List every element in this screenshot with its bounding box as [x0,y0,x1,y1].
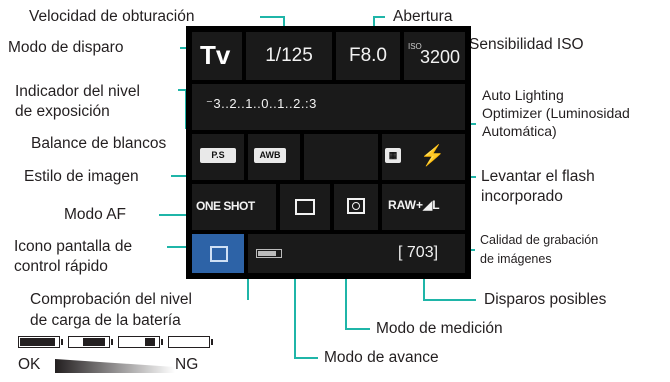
battery-legend [18,336,218,350]
label-flash-1: Levantar el flash [481,168,595,185]
label-shutter: Velocidad de obturación [29,8,195,25]
label-quality-1: Calidad de grabación [480,233,599,247]
mode-cell: Tv [192,32,242,80]
drive-single-icon [295,199,315,215]
flash-icon: ⚡ [420,145,445,167]
battery-twothirds-icon [68,336,113,348]
label-aperture: Abertura [393,8,453,25]
quality-cell: RAW+◢L [382,184,465,230]
af-cell: ONE SHOT [192,184,276,230]
label-qc-1: Icono pantalla de [14,238,133,255]
aperture-value: F8.0 [348,45,388,66]
label-iso: Sensibilidad ISO [469,36,584,53]
label-exposure-1: Indicador del nivel [15,83,140,100]
mode-value: Tv [200,40,231,70]
af-value: ONE SHOT [196,199,255,213]
label-af: Modo AF [64,206,127,223]
drive-cell [280,184,330,230]
label-drive: Modo de avance [324,349,439,366]
empty-cell [304,134,378,180]
metering-icon [347,198,365,214]
metering-cell [334,184,378,230]
label-qc-2: control rápido [14,258,108,275]
label-alo-2: Optimizer (Luminosidad [482,105,630,121]
label-alo-3: Automática) [482,123,557,139]
label-battery-1: Comprobación del nivel [30,291,192,308]
alo-flash-cell: ▦ ⚡ [382,134,465,180]
bottom-info-cell: [ 703] [248,234,465,273]
iso-tag: ISO [408,42,422,51]
shutter-value: 1/125 [265,45,313,66]
picture-style-icon: P.S [200,148,236,163]
exposure-scale: ⁻3..2..1..0..1..2.:3 [206,96,317,111]
alo-icon: ▦ [385,148,401,163]
label-flash-2: incorporado [481,188,563,205]
ok-ng-gradient-wedge [55,359,175,373]
camera-lcd-screen: Tv 1/125 F8.0 ISO 3200 ⁻3..2..1..0..1..2… [186,26,471,279]
label-battery-2: de carga de la batería [30,312,181,329]
exposure-cell: ⁻3..2..1..0..1..2.:3 [192,84,465,130]
shots-value: [ 703] [398,244,439,261]
battery-empty-icon [168,336,213,348]
label-picture-style: Estilo de imagen [24,168,139,185]
label-shooting-mode: Modo de disparo [8,39,124,56]
battery-onethird-icon [118,336,163,348]
label-metering: Modo de medición [376,320,503,337]
quick-control-cell[interactable] [192,234,244,273]
label-quality-2: de imágenes [480,252,552,266]
battery-full-icon [18,336,63,348]
label-shots: Disparos posibles [484,291,607,308]
aperture-cell: F8.0 [336,32,400,80]
battery-level-icon [256,249,282,258]
wb-icon: AWB [254,148,286,163]
label-alo-1: Auto Lighting [482,87,564,103]
wb-cell: AWB [248,134,300,180]
picture-style-cell: P.S [192,134,244,180]
quick-control-icon [210,246,228,262]
shutter-cell: 1/125 [246,32,332,80]
label-ng: NG [175,356,199,373]
quality-value: RAW+◢L [388,198,440,212]
iso-cell: ISO 3200 [404,32,465,80]
label-exposure-2: de exposición [15,103,110,120]
iso-value: 3200 [420,47,461,67]
label-ok: OK [18,356,41,373]
label-wb: Balance de blancos [31,135,167,152]
